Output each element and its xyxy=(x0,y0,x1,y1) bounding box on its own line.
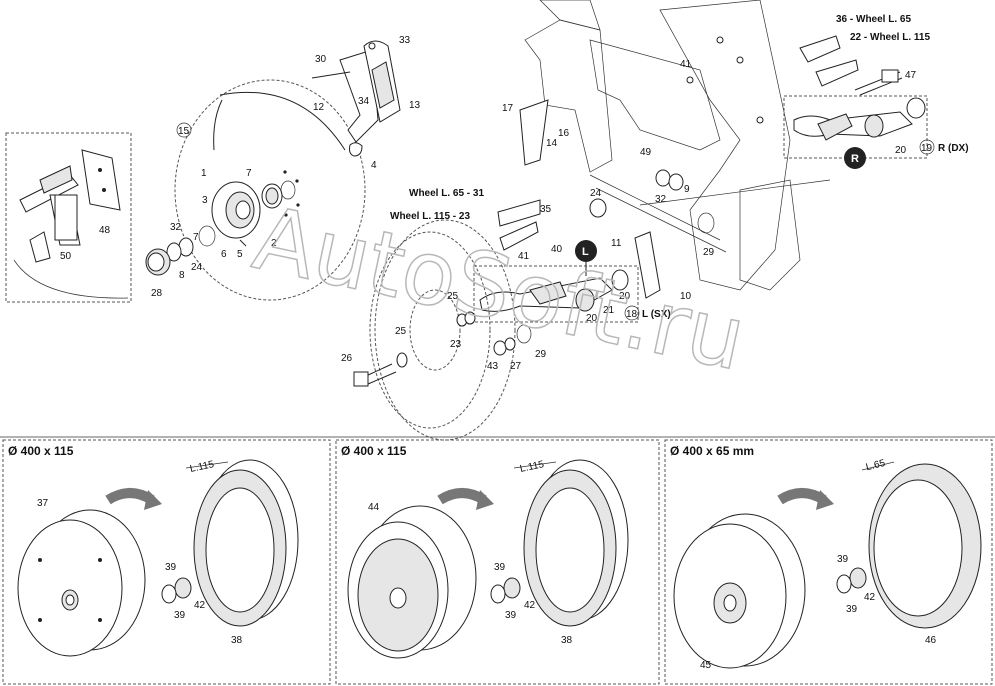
callout: 2 xyxy=(271,238,277,249)
callout: 48 xyxy=(99,225,111,236)
callout: 21 xyxy=(603,305,615,316)
callout: 25 xyxy=(395,326,407,337)
callout: 49 xyxy=(640,147,652,158)
callout-labels: 1 2 3 4 5 6 7 8 9 10 11 12 13 14 15 16 1… xyxy=(60,35,935,372)
part-label: 42 xyxy=(864,592,876,603)
part-label: 39 xyxy=(846,604,858,615)
wheel-l65-right-label: 36 - Wheel L. 65 xyxy=(836,14,911,25)
callout: 32 xyxy=(655,194,667,205)
callout: 20 xyxy=(586,313,598,324)
dimension-label: L.65 xyxy=(865,458,887,473)
callout: 1 xyxy=(201,168,207,179)
callout-circled: 15 xyxy=(178,126,190,137)
wheel-l115-right-label: 22 - Wheel L. 115 xyxy=(850,32,930,43)
scraper-arm-parts xyxy=(497,35,903,299)
marker-r-circle xyxy=(844,147,866,169)
callout: 28 xyxy=(151,288,163,299)
callout: 23 xyxy=(450,339,462,350)
dimension-label: L.115 xyxy=(519,459,545,475)
callout: 7 xyxy=(246,168,252,179)
bolt-26 xyxy=(353,311,532,387)
part-label: 39 xyxy=(165,562,177,573)
callout: 7 xyxy=(193,232,199,243)
wheel-l65-left-label: Wheel L. 65 - 31 xyxy=(409,188,484,199)
part-label: 39 xyxy=(174,610,186,621)
part-label: 37 xyxy=(37,498,49,509)
panel-title: Ø 400 x 115 xyxy=(341,444,407,458)
callout: 27 xyxy=(510,361,522,372)
callout: 25 xyxy=(447,291,459,302)
callout: 43 xyxy=(487,361,499,372)
part-label: 42 xyxy=(194,600,206,611)
callout: 5 xyxy=(237,249,243,260)
panel-2: Ø 400 x 115 44 39 42 39 38 L.115 xyxy=(335,439,660,685)
callout: 20 xyxy=(895,145,907,156)
callout: 24 xyxy=(191,262,203,273)
panel-title: Ø 400 x 115 xyxy=(8,444,74,458)
part-label: 44 xyxy=(368,502,380,513)
callout: 35 xyxy=(540,204,552,215)
dimension-label: L.115 xyxy=(189,459,215,475)
marker-l-circle xyxy=(575,240,597,262)
side-right-label: R (DX) xyxy=(938,143,969,154)
callout: 24 xyxy=(590,188,602,199)
callout: 16 xyxy=(558,128,570,139)
callout: 33 xyxy=(399,35,411,46)
callout: 10 xyxy=(680,291,692,302)
disc-assembly xyxy=(145,79,366,301)
part-label: 45 xyxy=(700,660,712,671)
wheel-l115-left-label: Wheel L. 115 - 23 xyxy=(390,211,470,222)
part-label: 38 xyxy=(231,635,243,646)
frame-structure xyxy=(519,0,831,291)
upper-exploded-view: 1 2 3 4 5 6 7 8 9 10 11 12 13 14 15 16 1… xyxy=(5,0,969,441)
right-arm xyxy=(793,97,926,169)
callout: 8 xyxy=(179,270,185,281)
callout: 50 xyxy=(60,251,72,262)
part-label: 46 xyxy=(925,635,937,646)
part-label: 39 xyxy=(837,554,849,565)
callout: 34 xyxy=(358,96,370,107)
part-label: 39 xyxy=(494,562,506,573)
left-arm xyxy=(479,240,629,312)
marker-l: L xyxy=(582,246,589,258)
callout: 47 xyxy=(905,70,917,81)
callout: 41 xyxy=(680,59,692,70)
callout: 11 xyxy=(611,238,622,249)
callout: 3 xyxy=(202,195,208,206)
callout: 26 xyxy=(341,353,353,364)
inset-box-left xyxy=(5,132,132,303)
scraper-bracket xyxy=(311,40,401,157)
callout: 32 xyxy=(170,222,182,233)
callout: 6 xyxy=(221,249,227,260)
callout: 41 xyxy=(518,251,530,262)
part-label: 39 xyxy=(505,610,517,621)
callout: 29 xyxy=(535,349,547,360)
callout: 20 xyxy=(619,291,631,302)
marker-r: R xyxy=(851,153,859,165)
callout: 13 xyxy=(409,100,421,111)
panel-3: Ø 400 x 65 mm 45 39 42 39 46 L.65 xyxy=(664,439,993,685)
callout: 17 xyxy=(502,103,514,114)
callout: 29 xyxy=(703,247,715,258)
callout: 9 xyxy=(684,184,690,195)
part-label: 38 xyxy=(561,635,573,646)
callout: 40 xyxy=(551,244,563,255)
callout: 4 xyxy=(371,160,377,171)
panel-1: Ø 400 x 115 37 39 42 39 38 L.115 xyxy=(2,439,331,685)
panel-title: Ø 400 x 65 mm xyxy=(670,444,754,458)
callout: 12 xyxy=(313,102,325,113)
side-left-label: L (SX) xyxy=(642,309,671,320)
callout-circled: 18 xyxy=(626,309,638,320)
wheel-ghost xyxy=(369,219,516,441)
part-label: 42 xyxy=(524,600,536,611)
left-arm-box xyxy=(473,265,639,323)
callout-circled: 19 xyxy=(921,143,933,154)
callout: 30 xyxy=(315,54,327,65)
callout: 14 xyxy=(546,138,558,149)
inset-scraper-assembly xyxy=(13,149,129,299)
